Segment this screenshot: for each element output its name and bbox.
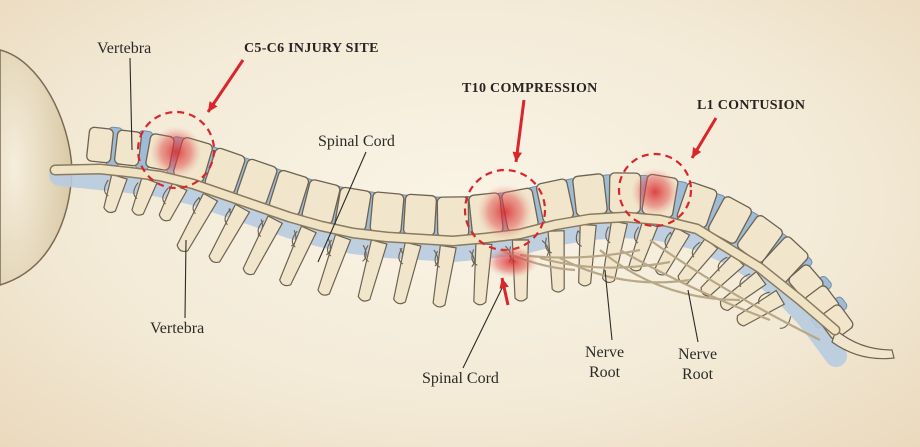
- injury-circle: [617, 152, 693, 228]
- label-l1-contusion: L1 CONTUSION: [697, 98, 805, 113]
- arrow-t10-head: [512, 151, 523, 162]
- spinous-process: [208, 203, 251, 264]
- label-c5c6-injury: C5-C6 INJURY SITE: [244, 41, 379, 56]
- injury-glow: [150, 126, 202, 178]
- label-spinal-cord-top: Spinal Cord: [318, 133, 395, 150]
- cord-compression-glow: [486, 246, 538, 278]
- injury-glow: [631, 168, 679, 216]
- leader-vertebra-top: [129, 57, 133, 151]
- spinous-process: [242, 215, 284, 276]
- leader-nerve-root-2: [687, 289, 699, 343]
- spinal-cord: [51, 165, 839, 334]
- spinous-process: [131, 176, 158, 216]
- spinous-process: [176, 192, 219, 253]
- label-vertebra-top: Vertebra: [97, 40, 151, 57]
- transverse-process: [434, 250, 475, 268]
- label-nerve-root-2a: Nerve: [678, 346, 717, 363]
- spinous-process: [317, 233, 352, 296]
- nerve-root: [539, 256, 671, 269]
- vertebral-body: [436, 196, 470, 238]
- spinous-process: [279, 225, 317, 287]
- arrow-spinal-cord-head: [499, 278, 509, 289]
- coccyx: [831, 328, 895, 360]
- transverse-process: [758, 291, 792, 329]
- leader-vertebra-bottom: [184, 239, 187, 319]
- leader-lines: [129, 57, 718, 369]
- label-vertebra-bottom: Vertebra: [150, 320, 204, 337]
- spinous-process: [357, 239, 388, 302]
- arrow-c5c6-head: [208, 101, 218, 112]
- label-spinal-cord-bottom: Spinal Cord: [422, 370, 499, 387]
- transverse-process: [326, 239, 367, 262]
- vertebral-body: [114, 129, 142, 167]
- spinous-process: [103, 173, 128, 214]
- nerve-root: [559, 257, 691, 284]
- nerve-roots: [499, 239, 821, 341]
- injury-sites: [136, 110, 693, 278]
- nerve-root: [599, 249, 741, 302]
- transverse-process: [398, 247, 439, 267]
- nerve-root: [649, 239, 821, 341]
- spinous-process: [578, 223, 597, 287]
- label-t10-compression: T10 COMPRESSION: [462, 81, 598, 96]
- vertebral-body: [86, 126, 114, 164]
- leader-spinal-cord-bottom: [462, 281, 506, 369]
- vertebral-body: [369, 191, 405, 235]
- leader-spinal-cord-top: [317, 151, 367, 263]
- label-nerve-root-1a: Nerve: [585, 344, 624, 361]
- spinous-process: [393, 241, 422, 305]
- vertebral-bodies: [86, 126, 895, 360]
- label-nerve-root-2b: Root: [682, 366, 714, 383]
- spinous-process: [158, 182, 188, 222]
- leader-nerve-root-1: [604, 269, 613, 341]
- injury-glow: [477, 184, 533, 240]
- label-nerve-root-1b: Root: [589, 364, 621, 381]
- spinal-cord: [49, 163, 841, 336]
- vertebral-body: [402, 193, 438, 237]
- arrow-l1-head: [692, 147, 702, 158]
- vertebral-body: [572, 173, 608, 217]
- arrow-t10: [514, 99, 526, 163]
- nerve-root: [619, 249, 771, 322]
- injury-circle: [136, 110, 216, 190]
- spinous-process: [432, 244, 457, 308]
- arrow-c5c6: [206, 59, 245, 113]
